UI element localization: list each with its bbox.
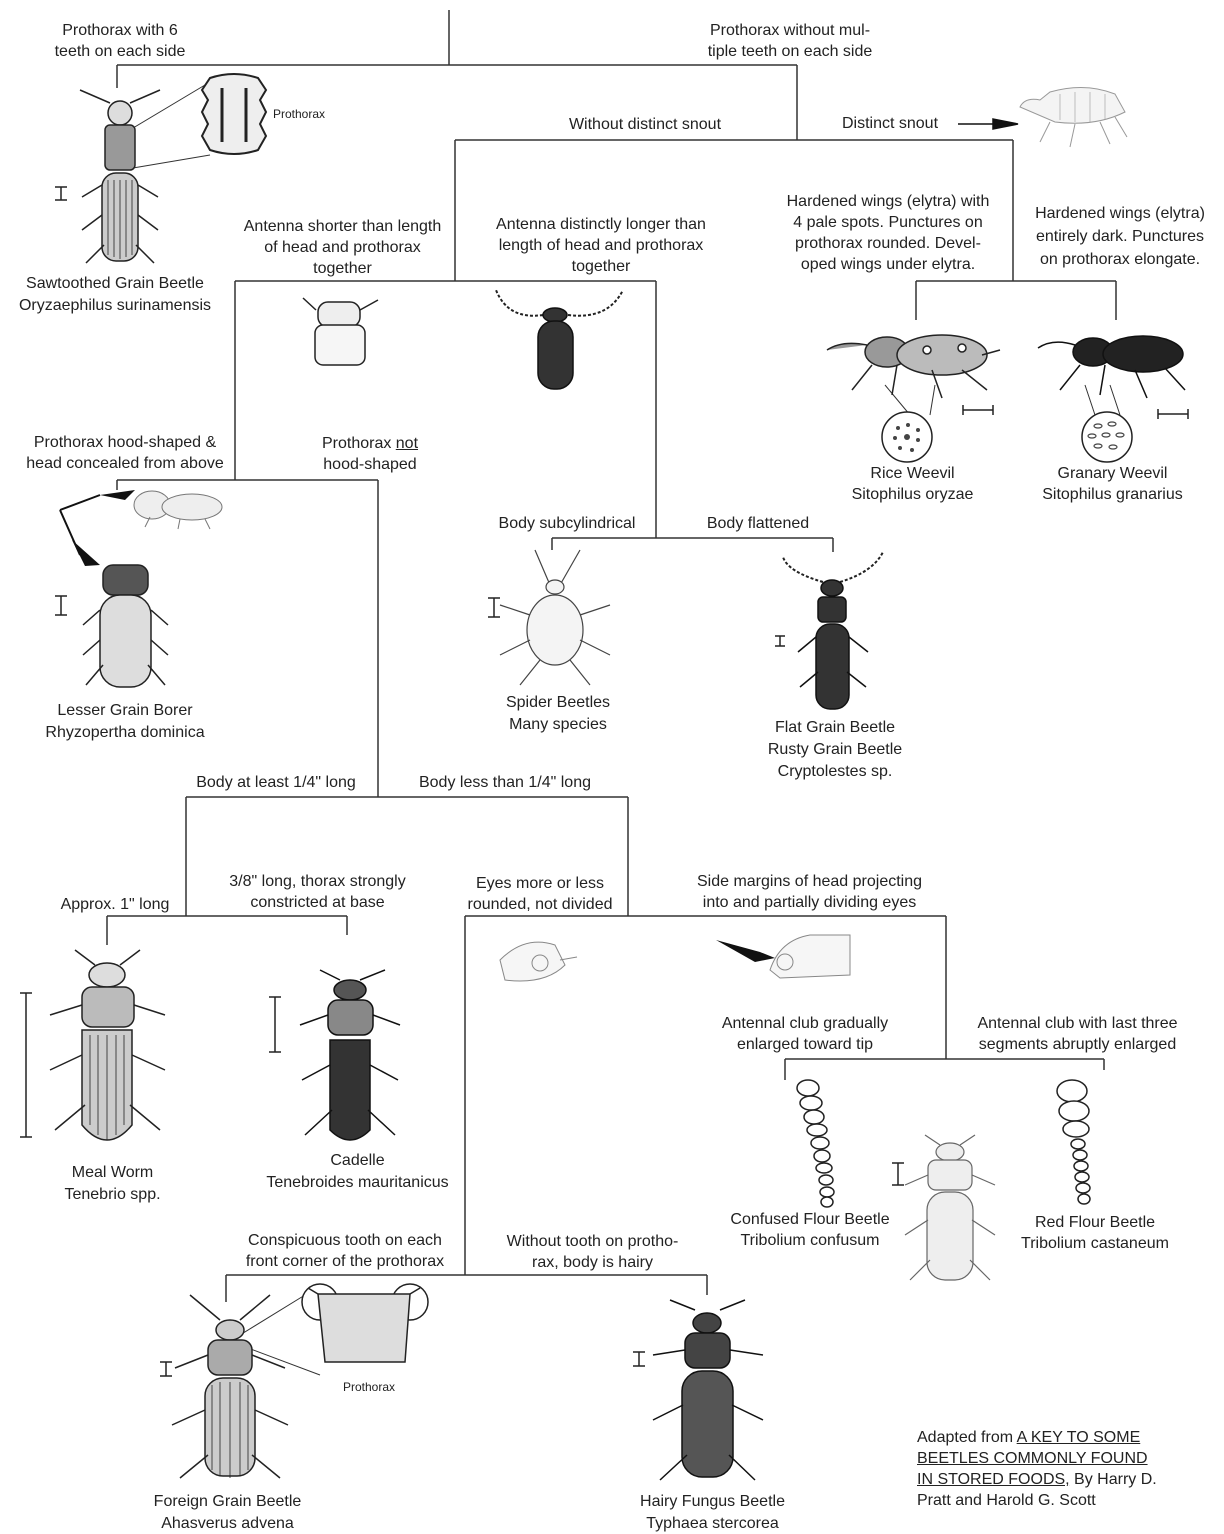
sawtoothed-beetle-illustration bbox=[70, 85, 170, 270]
branch-body-short: Body less than 1/4" long bbox=[400, 772, 610, 793]
sawtoothed-common-name: Sawtoothed Grain Beetle bbox=[0, 273, 230, 294]
credit-title-line-1: A KEY TO SOME bbox=[1017, 1429, 1141, 1446]
foreign-inset-label: Prothorax bbox=[343, 1377, 395, 1398]
credit-adapted: Adapted from bbox=[917, 1429, 1017, 1446]
foreign-grain-beetle-latin-name: Ahasverus advena bbox=[130, 1513, 325, 1534]
cryptolestes-latin-name: Cryptolestes sp. bbox=[735, 761, 935, 782]
lesser-grain-borer-illustration bbox=[78, 560, 173, 695]
flour-beetle-illustration bbox=[900, 1130, 1000, 1290]
source-credit: Adapted from A KEY TO SOME BEETLES COMMO… bbox=[917, 1427, 1197, 1511]
divided-eye-head-illustration bbox=[760, 930, 855, 985]
granary-weevil-latin-name: Sitophilus granarius bbox=[1015, 484, 1210, 505]
confused-flour-beetle-common-name: Confused Flour Beetle bbox=[710, 1209, 910, 1230]
branch-eyes-divided: Side margins of head projecting into and… bbox=[672, 871, 947, 913]
short-antenna-beetle-illustration bbox=[298, 290, 383, 370]
branch-antenna-shorter: Antenna shorter than length of head and … bbox=[225, 216, 460, 279]
credit-title-line-2: BEETLES COMMONLY FOUND bbox=[917, 1450, 1148, 1467]
red-flour-antenna-illustration bbox=[1052, 1078, 1107, 1213]
rice-weevil-illustration bbox=[822, 320, 1002, 400]
foreign-prothorax-inset bbox=[300, 1282, 430, 1372]
credit-authors-a: By Harry D. bbox=[1070, 1471, 1157, 1488]
rice-weevil-latin-name: Sitophilus oryzae bbox=[820, 484, 1005, 505]
branch-antenna-longer: Antenna distinctly longer than length of… bbox=[470, 214, 732, 277]
flat-grain-beetle-illustration bbox=[778, 552, 888, 717]
not-hood-text-pre: Prothorax bbox=[322, 435, 396, 452]
branch-body-subcylindrical: Body subcylindrical bbox=[478, 513, 656, 534]
hairy-fungus-beetle-common-name: Hairy Fungus Beetle bbox=[615, 1491, 810, 1512]
cadelle-common-name: Cadelle bbox=[250, 1150, 465, 1171]
sawtoothed-prothorax-inset bbox=[198, 70, 270, 158]
hairy-fungus-beetle-illustration bbox=[645, 1295, 770, 1485]
branch-no-multiple-teeth: Prothorax without mul- tiple teeth on ea… bbox=[680, 20, 900, 62]
rice-weevil-common-name: Rice Weevil bbox=[820, 463, 1005, 484]
credit-authors-b: Pratt and Harold G. Scott bbox=[917, 1492, 1096, 1509]
granary-weevil-common-name: Granary Weevil bbox=[1015, 463, 1210, 484]
long-antenna-beetle-illustration bbox=[488, 285, 628, 400]
branch-elytra-spots: Hardened wings (elytra) with 4 pale spot… bbox=[768, 191, 1008, 275]
granary-weevil-punctures-inset bbox=[1080, 410, 1135, 465]
foreign-grain-beetle-common-name: Foreign Grain Beetle bbox=[130, 1491, 325, 1512]
sawtoothed-latin-name: Oryzaephilus surinamensis bbox=[0, 295, 230, 316]
lesser-grain-borer-side-illustration bbox=[130, 485, 225, 530]
credit-title-line-3: IN STORED FOODS, bbox=[917, 1471, 1070, 1488]
branch-club-abrupt: Antennal club with last three segments a… bbox=[955, 1013, 1200, 1055]
rusty-grain-beetle-common-name: Rusty Grain Beetle bbox=[735, 739, 935, 760]
cadelle-illustration bbox=[290, 965, 410, 1150]
hairy-fungus-beetle-latin-name: Typhaea stercorea bbox=[615, 1513, 810, 1534]
foreign-grain-beetle-illustration bbox=[160, 1290, 300, 1485]
meal-worm-latin-name: Tenebrio spp. bbox=[30, 1184, 195, 1205]
weevil-snout-illustration bbox=[1015, 82, 1130, 150]
granary-weevil-illustration bbox=[1035, 320, 1195, 400]
rice-weevil-punctures-inset bbox=[880, 410, 935, 465]
branch-not-hood-shaped: Prothorax not hood-shaped bbox=[300, 433, 440, 475]
not-hood-text-post: hood-shaped bbox=[323, 456, 416, 473]
branch-club-gradual: Antennal club gradually enlarged toward … bbox=[700, 1013, 910, 1055]
branch-three-eighths-inch: 3/8" long, thorax strongly constricted a… bbox=[205, 871, 430, 913]
branch-elytra-dark: Hardened wings (elytra) entirely dark. P… bbox=[1015, 202, 1224, 271]
cadelle-latin-name: Tenebroides mauritanicus bbox=[250, 1172, 465, 1193]
branch-eyes-rounded: Eyes more or less rounded, not divided bbox=[450, 873, 630, 915]
red-flour-beetle-latin-name: Tribolium castaneum bbox=[1005, 1233, 1185, 1254]
confused-flour-antenna-illustration bbox=[793, 1078, 843, 1208]
flat-grain-beetle-common-name: Flat Grain Beetle bbox=[735, 717, 935, 738]
lesser-grain-borer-common-name: Lesser Grain Borer bbox=[10, 700, 240, 721]
lesser-grain-borer-latin-name: Rhyzopertha dominica bbox=[10, 722, 240, 743]
spider-beetles-latin-name: Many species bbox=[478, 714, 638, 735]
branch-conspicuous-tooth: Conspicuous tooth on each front corner o… bbox=[225, 1230, 465, 1272]
branch-hood-shaped: Prothorax hood-shaped & head concealed f… bbox=[10, 432, 240, 474]
spider-beetles-common-name: Spider Beetles bbox=[478, 692, 638, 713]
meal-worm-illustration bbox=[40, 945, 175, 1160]
sawtoothed-inset-label: Prothorax bbox=[273, 104, 325, 125]
branch-body-long: Body at least 1/4" long bbox=[180, 772, 372, 793]
branch-without-snout: Without distinct snout bbox=[545, 114, 745, 135]
red-flour-beetle-common-name: Red Flour Beetle bbox=[1005, 1212, 1185, 1233]
branch-approx-1-inch: Approx. 1" long bbox=[45, 894, 185, 915]
confused-flour-beetle-latin-name: Tribolium confusum bbox=[710, 1230, 910, 1251]
rounded-eye-head-illustration bbox=[495, 935, 580, 990]
branch-distinct-snout: Distinct snout bbox=[830, 113, 950, 134]
branch-body-flattened: Body flattened bbox=[692, 513, 824, 534]
branch-6-teeth: Prothorax with 6 teeth on each side bbox=[30, 20, 210, 62]
not-hood-text-underlined: not bbox=[396, 435, 418, 452]
spider-beetle-illustration bbox=[495, 545, 615, 690]
branch-without-tooth: Without tooth on protho- rax, body is ha… bbox=[485, 1231, 700, 1273]
meal-worm-common-name: Meal Worm bbox=[30, 1162, 195, 1183]
